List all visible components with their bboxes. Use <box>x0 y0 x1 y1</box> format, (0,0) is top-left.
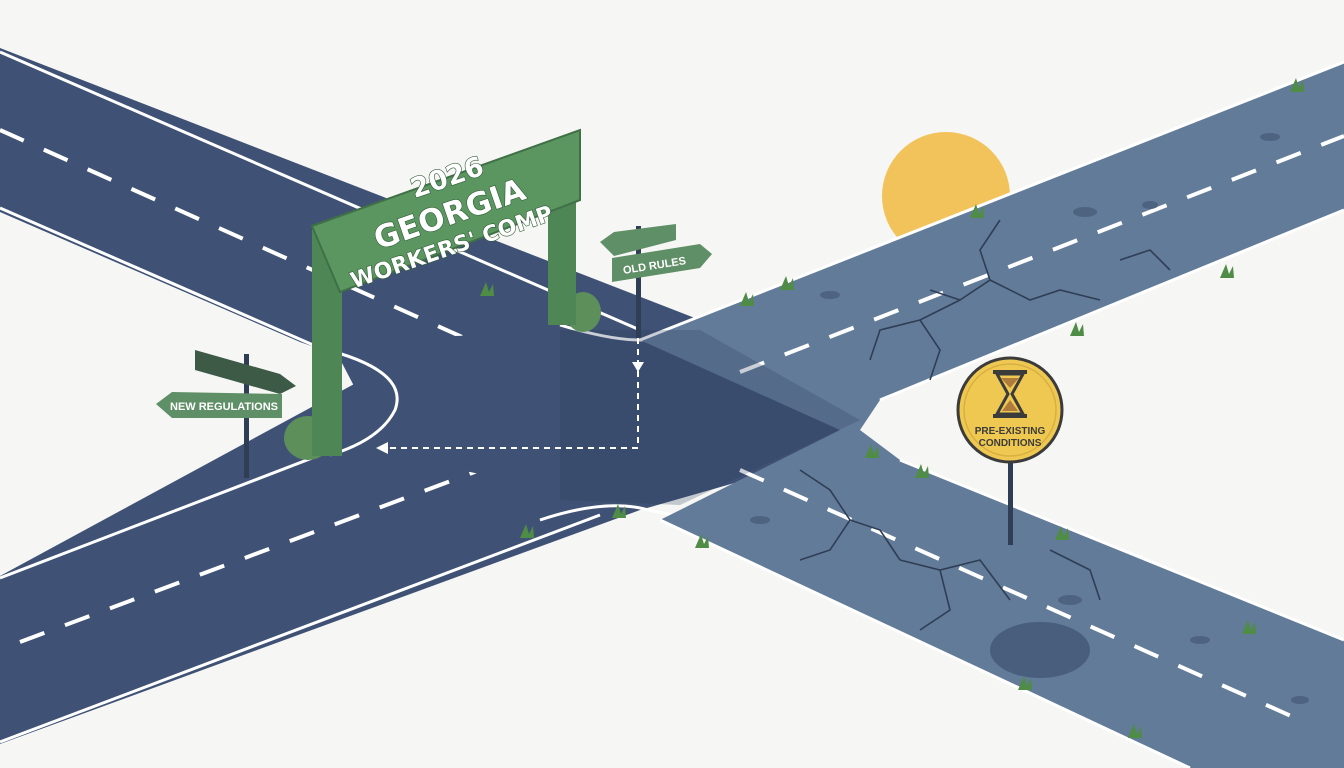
sign-arrow-blank <box>195 350 296 394</box>
road-potholes <box>750 133 1309 704</box>
old-road <box>639 60 1344 768</box>
sign-shadow <box>990 622 1090 678</box>
grass-tufts <box>480 78 1304 738</box>
signpost-new-regulations: NEW REGULATIONS <box>156 350 296 478</box>
hourglass-icon <box>993 370 1027 418</box>
sign-arrow-old-rules <box>612 244 712 282</box>
signpost-old-rules: OLD RULES <box>600 224 712 338</box>
sign-arrow-top <box>600 224 676 256</box>
new-regulations-label: NEW REGULATIONS <box>170 401 278 413</box>
sign-arrow-new-regulations <box>156 392 282 418</box>
new-road-upper-left <box>0 48 700 370</box>
arch-panel <box>310 128 581 294</box>
route-arrows <box>376 338 644 454</box>
shadow <box>560 330 860 505</box>
pre-existing-label-line2: CONDITIONS <box>979 438 1042 449</box>
pre-existing-conditions-sign: PRE-EXISTING CONDITIONS <box>956 356 1064 545</box>
road-cracks <box>759 219 1171 631</box>
curb-left <box>319 346 399 457</box>
pre-existing-label-line1: PRE-EXISTING <box>975 426 1046 437</box>
